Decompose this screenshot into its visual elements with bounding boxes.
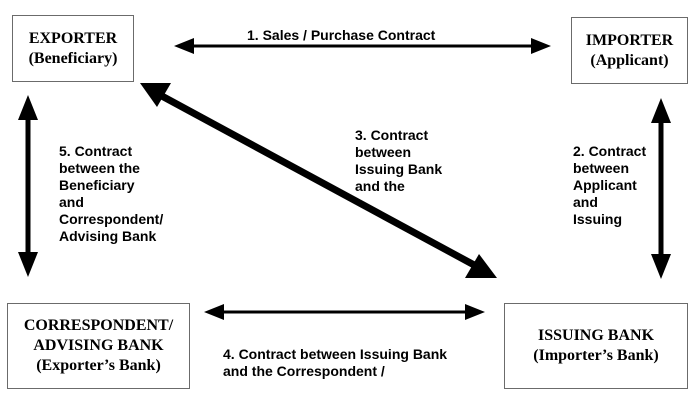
contract-5-line: Beneficiary bbox=[59, 177, 135, 193]
issuing-title: ISSUING BANK bbox=[537, 327, 655, 344]
contract-5-label: 5. Contract between the Beneficiary and … bbox=[59, 143, 163, 245]
contract-5-line: Advising Bank bbox=[59, 228, 157, 244]
exporter-box: EXPORTER (Beneficiary) bbox=[12, 15, 134, 82]
contract-1-label: 1. Sales / Purchase Contract bbox=[247, 27, 435, 44]
contract-5-line: Correspondent/ bbox=[59, 211, 164, 227]
contract-5-line: and bbox=[59, 194, 84, 210]
importer-box: IMPORTER (Applicant) bbox=[571, 17, 688, 84]
arrow-exporter-correspondent bbox=[18, 95, 38, 277]
contract-4-line: 4. Contract between Issuing Bank bbox=[223, 346, 448, 362]
contract-4-label: 4. Contract between Issuing Bank and the… bbox=[223, 346, 447, 380]
contract-2-line: and bbox=[573, 194, 598, 210]
exporter-title: EXPORTER bbox=[28, 29, 118, 47]
contract-2-line: 2. Contract bbox=[573, 143, 647, 159]
contract-4-line: and the Correspondent / bbox=[223, 363, 385, 379]
correspondent-bank-box: CORRESPONDENT/ ADVISING BANK (Exporter’s… bbox=[7, 303, 190, 389]
contract-5-line: between the bbox=[59, 160, 140, 176]
contract-2-line: between bbox=[573, 160, 630, 176]
contract-3-line: 3. Contract bbox=[355, 127, 429, 143]
correspondent-title-line1: CORRESPONDENT/ bbox=[23, 317, 174, 334]
arrow-importer-issuing bbox=[651, 98, 671, 279]
issuing-subtitle: (Importer’s Bank) bbox=[533, 347, 659, 364]
correspondent-subtitle: (Exporter’s Bank) bbox=[36, 357, 161, 374]
arrow-correspondent-issuing bbox=[204, 304, 485, 320]
contract-5-line: 5. Contract bbox=[59, 143, 133, 159]
contract-2-line: Applicant bbox=[573, 177, 637, 193]
arrow-exporter-importer bbox=[174, 38, 551, 54]
contract-3-label: 3. Contract between Issuing Bank and the bbox=[355, 127, 442, 195]
contract-2-label: 2. Contract between Applicant and Issuin… bbox=[573, 143, 646, 228]
contract-2-line: Issuing bbox=[573, 211, 623, 227]
exporter-subtitle: (Beneficiary) bbox=[28, 49, 118, 67]
arrow-exporter-issuing bbox=[140, 83, 497, 278]
importer-subtitle: (Applicant) bbox=[590, 51, 669, 69]
correspondent-title-line2: ADVISING BANK bbox=[33, 337, 164, 354]
contract-3-line: Issuing Bank bbox=[355, 161, 443, 177]
contract-3-line: and the bbox=[355, 178, 405, 194]
contract-3-line: between bbox=[355, 144, 412, 160]
importer-title: IMPORTER bbox=[585, 31, 674, 49]
issuing-bank-box: ISSUING BANK (Importer’s Bank) bbox=[504, 303, 688, 389]
contract-1-line: 1. Sales / Purchase Contract bbox=[247, 27, 436, 43]
